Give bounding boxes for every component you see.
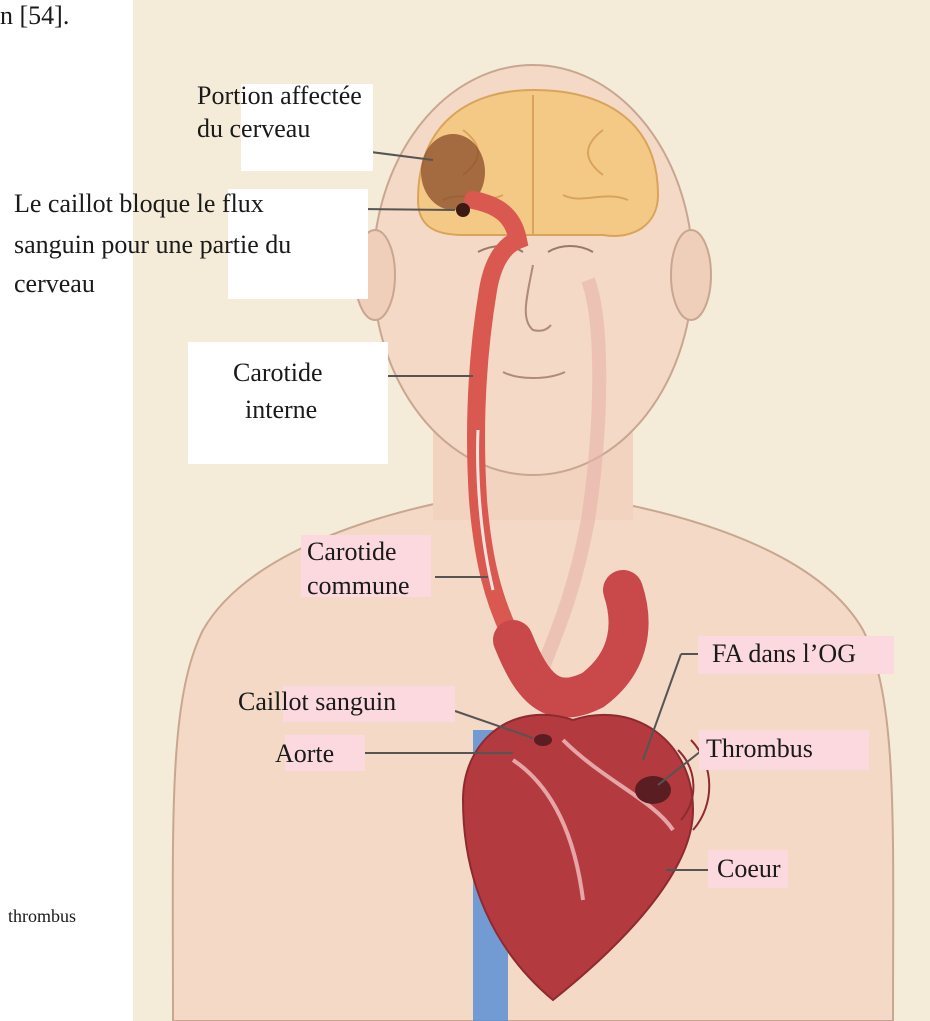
common-carotid-label-line1: Carotide xyxy=(307,536,397,567)
brain-affected-label-line1: Portion affectée xyxy=(197,80,362,111)
heart-label: Coeur xyxy=(717,853,781,884)
aorta-label: Aorte xyxy=(275,738,334,769)
right-ear-shape xyxy=(671,230,711,320)
leader-clot-block xyxy=(363,209,455,210)
internal-carotid-label-line1: Carotide xyxy=(233,357,323,388)
blood-clot-label: Caillot sanguin xyxy=(238,686,396,717)
af-left-atrium-label: FA dans l’OG xyxy=(712,638,856,669)
brain-clot-shape xyxy=(456,203,470,217)
brain-affected-label-line2: du cerveau xyxy=(197,113,310,144)
partial-caption-text: n [54]. xyxy=(0,0,69,31)
clot-block-label-line1: Le caillot bloque le flux xyxy=(14,188,264,219)
common-carotid-label-line2: commune xyxy=(307,570,410,601)
aortic-clot-shape xyxy=(534,734,552,746)
thrombus-label: Thrombus xyxy=(706,733,813,764)
internal-carotid-label-line2: interne xyxy=(245,394,317,425)
stroke-illustration xyxy=(133,0,930,1021)
clot-block-label-line3: cerveau xyxy=(14,268,95,299)
partial-side-text: thrombus xyxy=(8,905,76,927)
clot-block-label-line2: sanguin pour une partie du xyxy=(14,229,291,260)
